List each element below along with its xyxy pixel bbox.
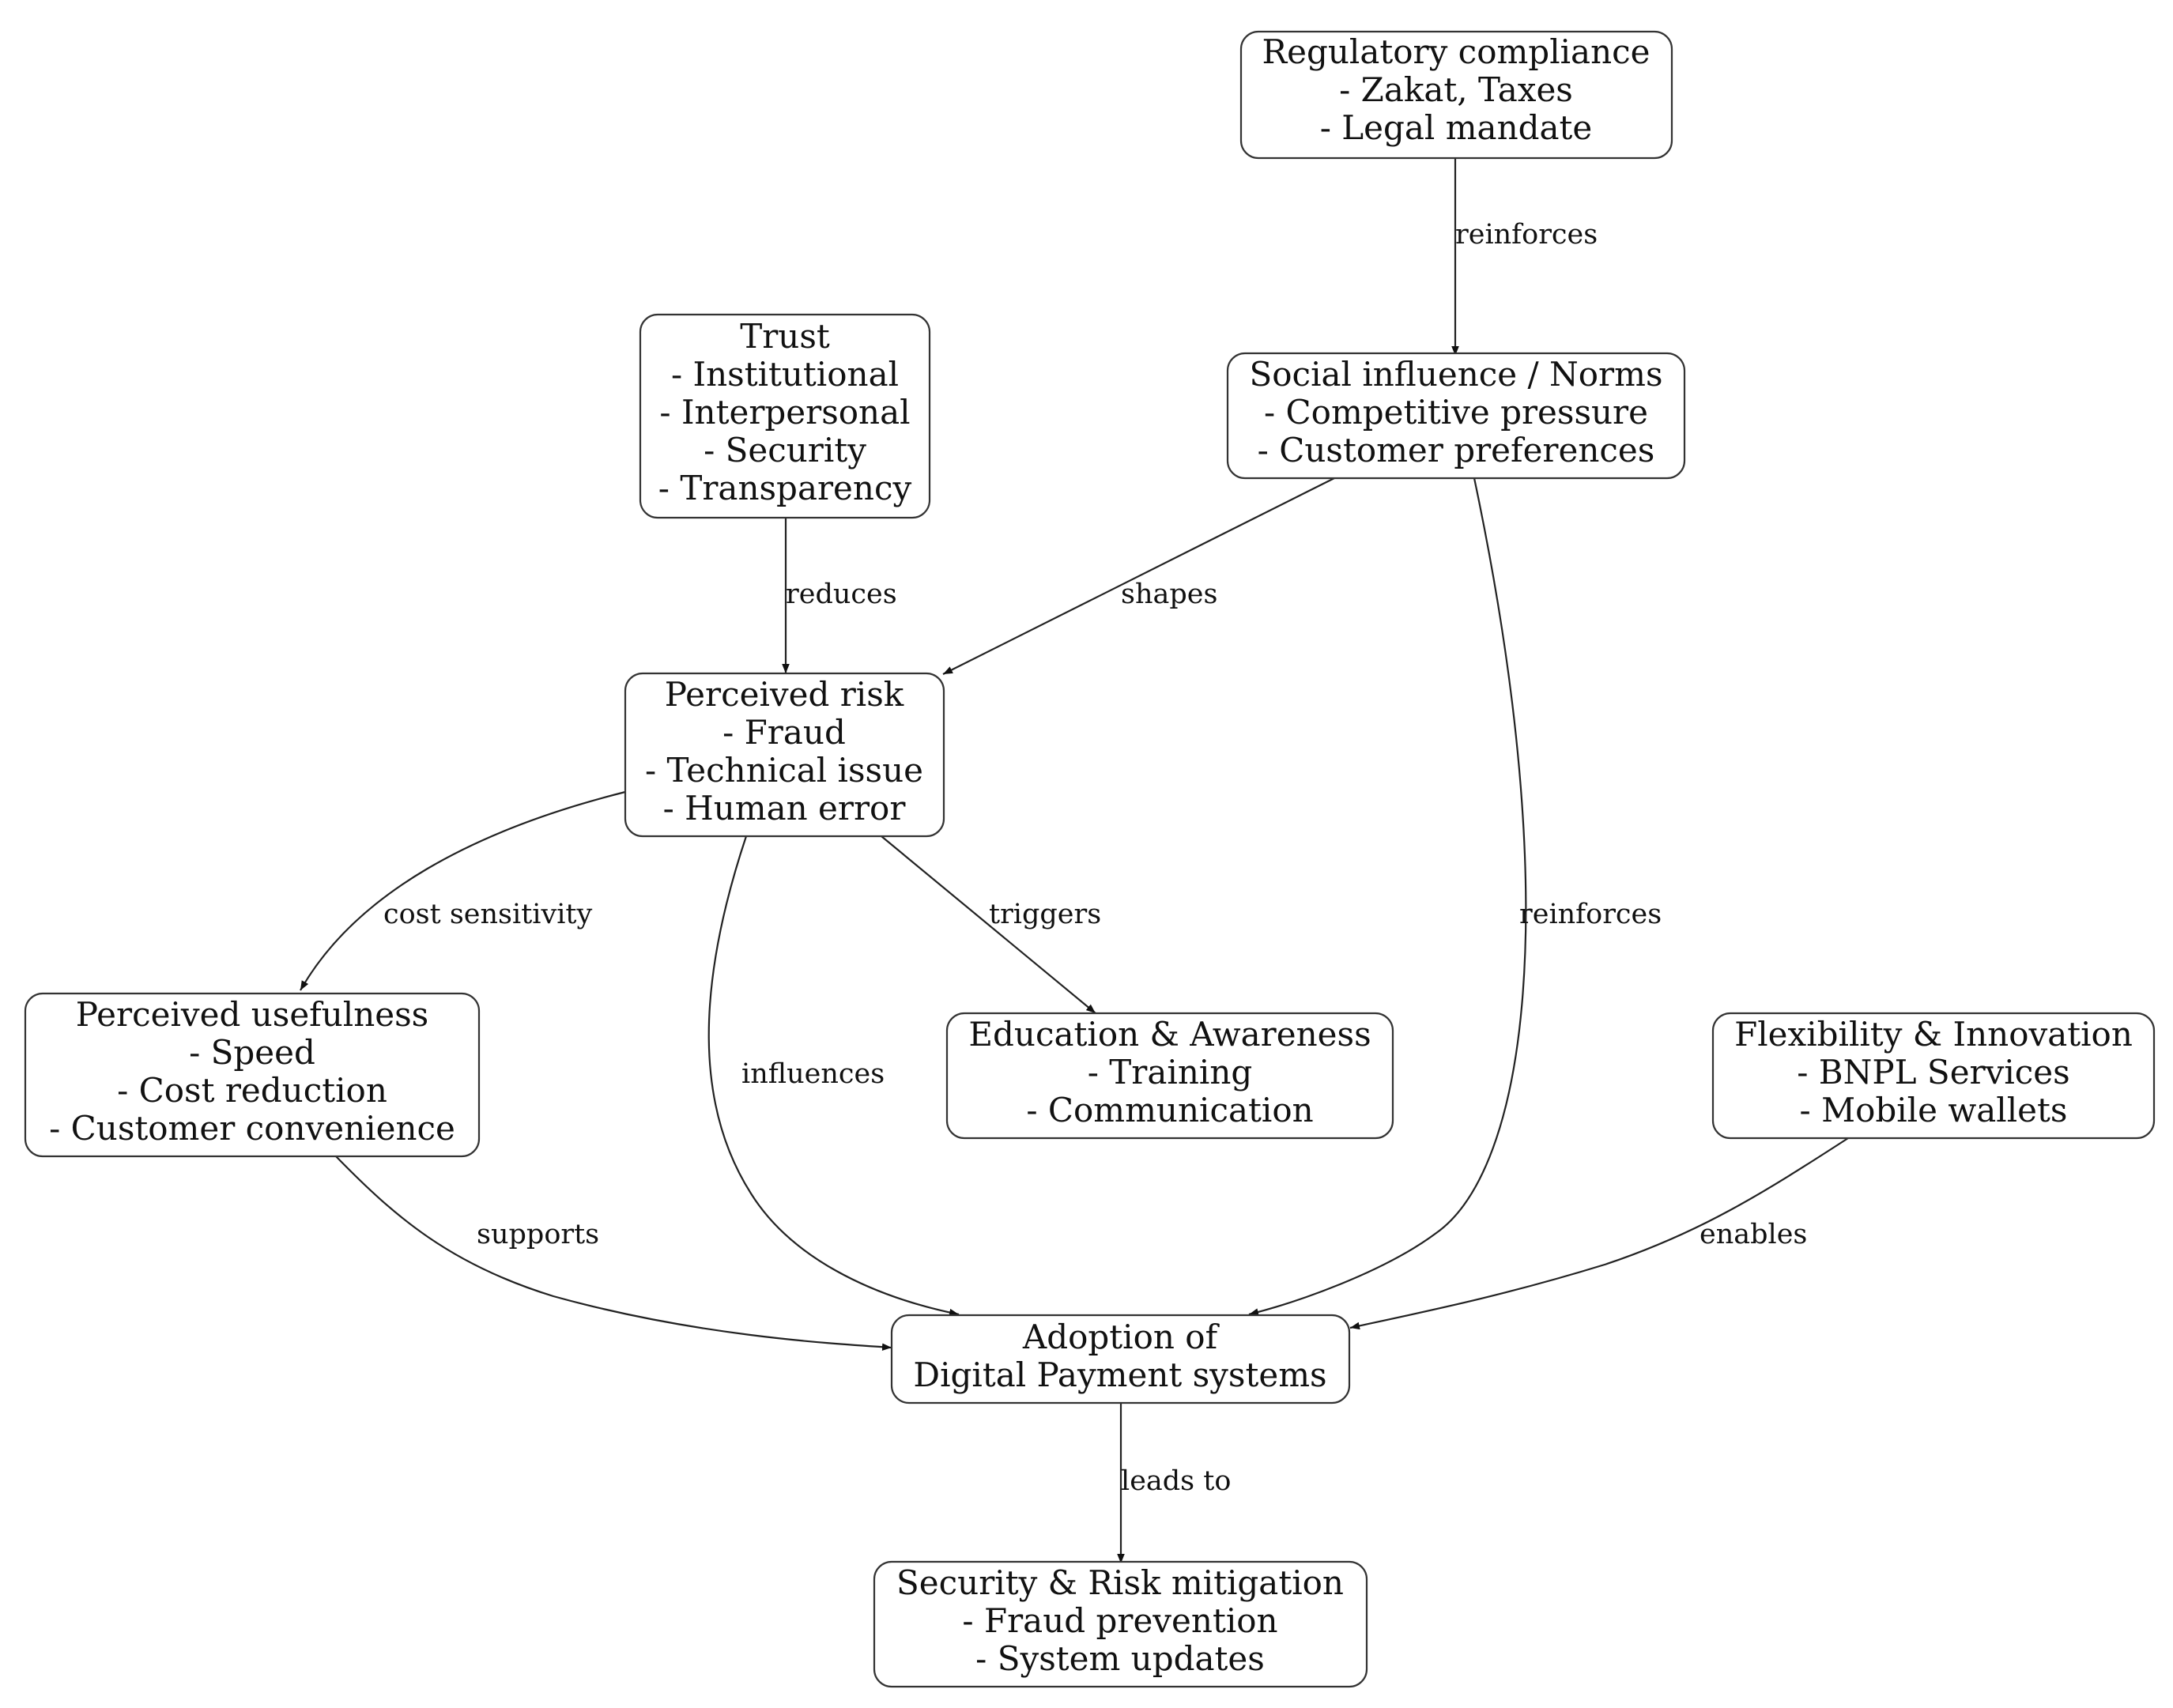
edge-label: leads to — [1121, 1465, 1231, 1497]
node-adoption: Adoption of Digital Payment systems — [890, 1314, 1351, 1404]
node-line: Digital Payment systems — [913, 1355, 1326, 1394]
node-education-awareness: Education & Awareness - Training - Commu… — [945, 1012, 1394, 1140]
node-line: Social influence / Norms — [1249, 355, 1662, 394]
edge-label: reduces — [786, 579, 897, 610]
edge-label: influences — [741, 1058, 885, 1090]
edge-line — [942, 477, 1335, 675]
node-line: Flexibility & Innovation — [1734, 1015, 2133, 1054]
node-trust: Trust - Institutional - Interpersonal - … — [639, 313, 931, 519]
node-line: - Technical issue — [645, 751, 923, 790]
node-social-influence: Social influence / Norms - Competitive p… — [1226, 352, 1686, 480]
node-line: - Speed — [189, 1033, 315, 1072]
node-box — [945, 1012, 1394, 1140]
edge-usefulness-to-adoption: supports — [335, 1156, 892, 1352]
node-line: - Cost reduction — [117, 1071, 387, 1110]
node-line: - Fraud prevention — [962, 1601, 1277, 1640]
node-line: - Legal mandate — [1320, 108, 1593, 147]
node-line: Education & Awareness — [968, 1015, 1371, 1054]
node-line: Trust — [740, 317, 830, 356]
node-perceived-risk: Perceived risk - Fraud - Technical issue… — [624, 672, 945, 838]
edge-line — [1349, 1137, 1849, 1330]
node-line: Adoption of — [1022, 1318, 1220, 1356]
edge-label: enables — [1700, 1219, 1807, 1250]
node-line: - System updates — [975, 1639, 1265, 1678]
edge-risk-to-education: triggers — [881, 835, 1101, 1014]
edge-regulatory-to-social: reinforces — [1451, 158, 1598, 356]
edge-label: supports — [477, 1219, 599, 1250]
node-line: - BNPL Services — [1797, 1053, 2069, 1092]
node-line: - Customer preferences — [1258, 431, 1655, 469]
node-line: - Communication — [1026, 1091, 1313, 1129]
node-box — [24, 992, 481, 1158]
node-box — [873, 1560, 1368, 1688]
node-regulatory-compliance: Regulatory compliance - Zakat, Taxes - L… — [1239, 30, 1673, 160]
node-line: - Fraud — [722, 713, 846, 752]
node-box — [1711, 1012, 2156, 1140]
node-line: - Interpersonal — [659, 393, 910, 432]
edge-label: shapes — [1121, 579, 1217, 610]
node-line: - Transparency — [658, 469, 912, 507]
node-security-risk-mitigation: Security & Risk mitigation - Fraud preve… — [873, 1560, 1368, 1688]
node-line: - Customer convenience — [49, 1109, 455, 1148]
node-line: - Institutional — [671, 355, 899, 394]
edge-label: triggers — [989, 899, 1101, 930]
edge-adoption-to-security: leads to — [1117, 1403, 1231, 1563]
node-line: - Human error — [663, 789, 907, 828]
node-box — [639, 313, 931, 519]
node-box — [1226, 352, 1686, 480]
edge-line — [300, 790, 626, 991]
edge-risk-to-adoption: influences — [707, 835, 960, 1317]
node-flexibility-innovation: Flexibility & Innovation - BNPL Services… — [1711, 1012, 2156, 1140]
node-perceived-usefulness: Perceived usefulness - Speed - Cost redu… — [24, 992, 481, 1158]
node-box — [624, 672, 945, 838]
node-line: Security & Risk mitigation — [896, 1563, 1344, 1602]
node-line: - Competitive pressure — [1264, 393, 1648, 432]
node-line: - Training — [1088, 1053, 1253, 1092]
edge-label: reinforces — [1519, 899, 1662, 930]
node-line: Regulatory compliance — [1262, 32, 1650, 71]
edge-flexibility-to-adoption: enables — [1349, 1137, 1849, 1330]
edge-social-to-adoption: reinforces — [1248, 477, 1662, 1316]
edge-line — [707, 835, 960, 1317]
node-line: - Security — [704, 431, 866, 469]
edge-trust-to-risk: reduces — [782, 518, 897, 673]
node-box — [1239, 30, 1673, 160]
node-line: - Zakat, Taxes — [1339, 70, 1573, 109]
node-line: Perceived usefulness — [76, 995, 428, 1034]
edge-label: reinforces — [1455, 219, 1598, 251]
edge-line — [335, 1156, 892, 1352]
node-box — [890, 1314, 1351, 1404]
node-line: - Mobile wallets — [1800, 1091, 2068, 1129]
edge-label: cost sensitivity — [383, 899, 592, 930]
edge-line — [1248, 477, 1527, 1316]
edge-line — [881, 835, 1096, 1014]
edge-social-to-risk: shapes — [942, 477, 1335, 675]
edge-risk-to-usefulness: cost sensitivity — [300, 790, 626, 991]
node-line: Perceived risk — [665, 675, 904, 714]
